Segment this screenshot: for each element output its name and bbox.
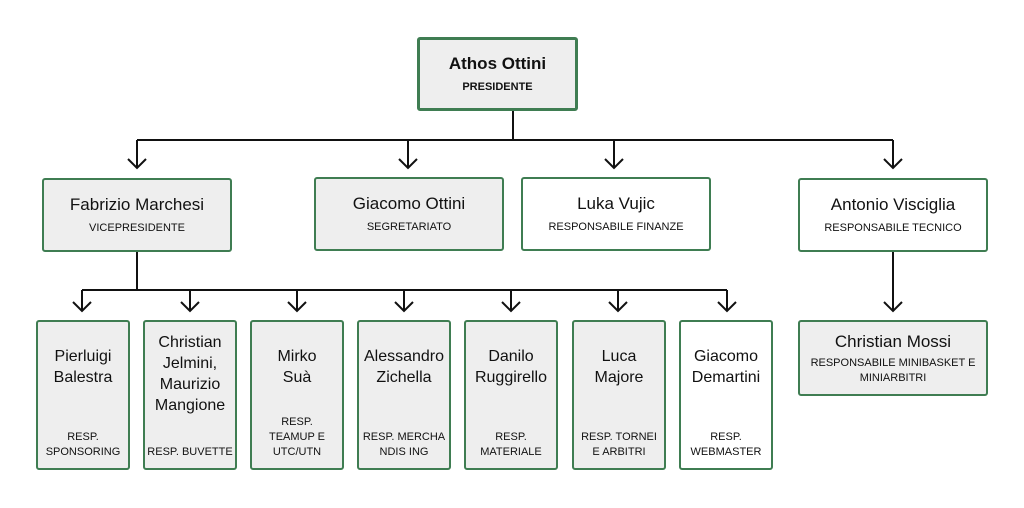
person-role: SEGRETARIATO: [366, 221, 452, 233]
person-name: Athos Ottini: [448, 54, 547, 73]
person-name: Antonio Visciglia: [830, 195, 956, 214]
person-name: Fabrizio Marchesi: [69, 195, 205, 214]
person-name: Giacomo Ottini: [352, 194, 466, 213]
level3-arrows: [72, 290, 737, 313]
person-role: RESP. MATERIALE: [480, 431, 542, 458]
tecnico-arrow: [883, 252, 903, 313]
person-name: Alessandro Zichella: [363, 348, 445, 386]
person-role: RESPONSABILE FINANZE: [548, 221, 684, 233]
person-name: Christian Jelmini, Maurizio Mangione: [154, 334, 226, 414]
person-role: RESP. WEBMASTER: [690, 431, 762, 458]
vice-connector: [82, 252, 727, 291]
secretary-box: Giacomo Ottini SEGRETARIATO: [314, 177, 504, 251]
person-name: Pierluigi Balestra: [53, 348, 113, 386]
person-name: Mirko Suà: [277, 348, 317, 386]
person-role: PRESIDENTE: [462, 81, 533, 93]
person-role: RESPONSABILE MINIBASKET E MINIARBITRI: [810, 356, 976, 384]
level2-arrows: [127, 140, 903, 170]
person-name: Giacomo Demartini: [691, 348, 761, 386]
person-role: RESP. BUVETTE: [147, 446, 233, 458]
person-name: Danilo Ruggirello: [474, 348, 548, 386]
person-name: Luca Majore: [594, 348, 644, 386]
person-role: RESP. SPONSORING: [45, 431, 121, 458]
person-role: RESP. TORNEI E ARBITRI: [581, 431, 657, 458]
person-role: VICEPRESIDENTE: [89, 222, 185, 234]
person-name: Luka Vujic: [577, 194, 655, 213]
vicepresident-box: Fabrizio Marchesi VICEPRESIDENTE: [42, 178, 232, 252]
person-role: RESP. MERCHANDIS ING: [362, 431, 446, 458]
finance-box: Luka Vujic RESPONSABILE FINANZE: [521, 177, 711, 251]
technical-box: Antonio Visciglia RESPONSABILE TECNICO: [798, 178, 988, 252]
president-box: Athos Ottini PRESIDENTE: [417, 37, 578, 111]
person-role: RESPONSABILE TECNICO: [824, 222, 962, 234]
president-connector: [137, 110, 893, 141]
person-name: Christian Mossi: [834, 331, 952, 351]
person-role: RESP. TEAMUP E UTC/UTN: [268, 416, 326, 458]
minibasket-box: Christian Mossi RESPONSABILE MINIBASKET …: [798, 320, 988, 396]
